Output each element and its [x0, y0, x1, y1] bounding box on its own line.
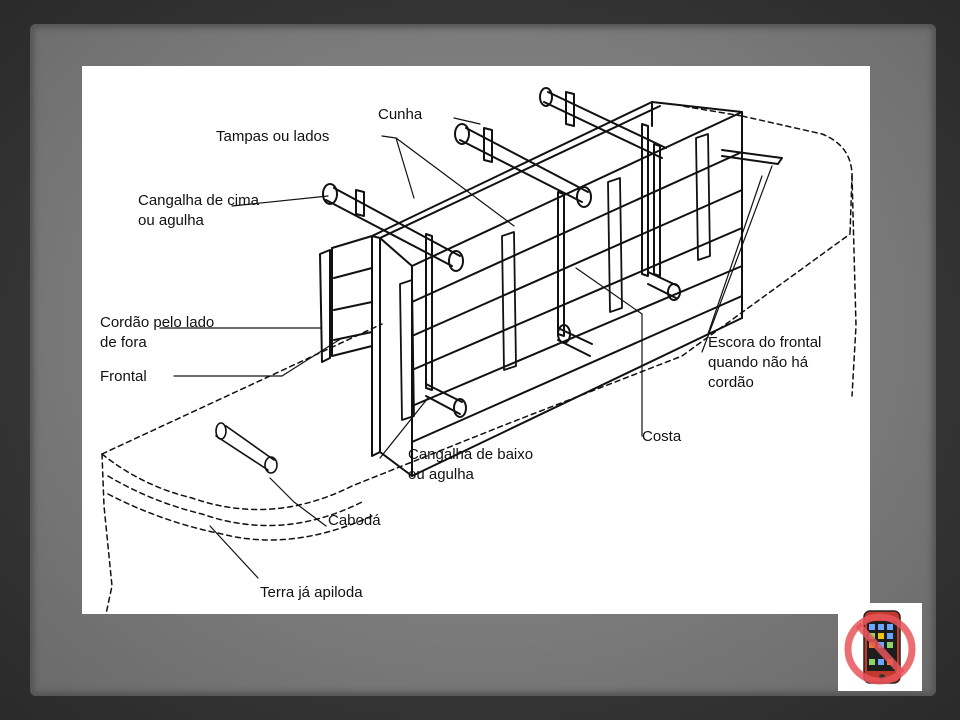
label-costa: Costa: [642, 428, 682, 445]
label-terra: Terra já apiloda: [260, 584, 363, 601]
leader-lines: [159, 117, 773, 579]
label-escora-3: cordão: [708, 374, 754, 391]
vertical-posts: [355, 91, 661, 391]
label-escora-1: Escora do frontal: [708, 334, 822, 351]
label-cangalha-de-baixo-1: Cangalha de baixo: [408, 446, 534, 463]
diagram-drawing: [101, 87, 857, 614]
label-cordao-2: de fora: [100, 334, 147, 351]
label-cunha: Cunha: [378, 106, 423, 123]
caboda-cylinder: [215, 422, 278, 474]
label-frontal: Frontal: [100, 368, 147, 385]
no-phone-icon: [838, 603, 922, 691]
label-escora-2: quando não há: [708, 354, 809, 371]
brace: [721, 149, 783, 165]
lower-crossbars: [425, 271, 681, 418]
frontal-board: [319, 235, 413, 477]
label-cangalha-de-cima-1: Cangalha de cima: [138, 192, 259, 209]
label-cangalha-de-baixo-2: ou agulha: [408, 466, 474, 483]
label-tampas-ou-lados: Tampas ou lados: [216, 128, 330, 145]
ground-outline: [101, 105, 857, 614]
label-cordao-1: Cordão pelo lado: [100, 314, 215, 331]
board-strips: [399, 133, 711, 421]
taipa-formwork-diagram: Cunha Tampas ou lados Cangalha de cima o…: [82, 66, 870, 614]
label-cangalha-de-cima-2: ou agulha: [138, 212, 204, 229]
label-caboda: Cabodá: [328, 512, 381, 529]
